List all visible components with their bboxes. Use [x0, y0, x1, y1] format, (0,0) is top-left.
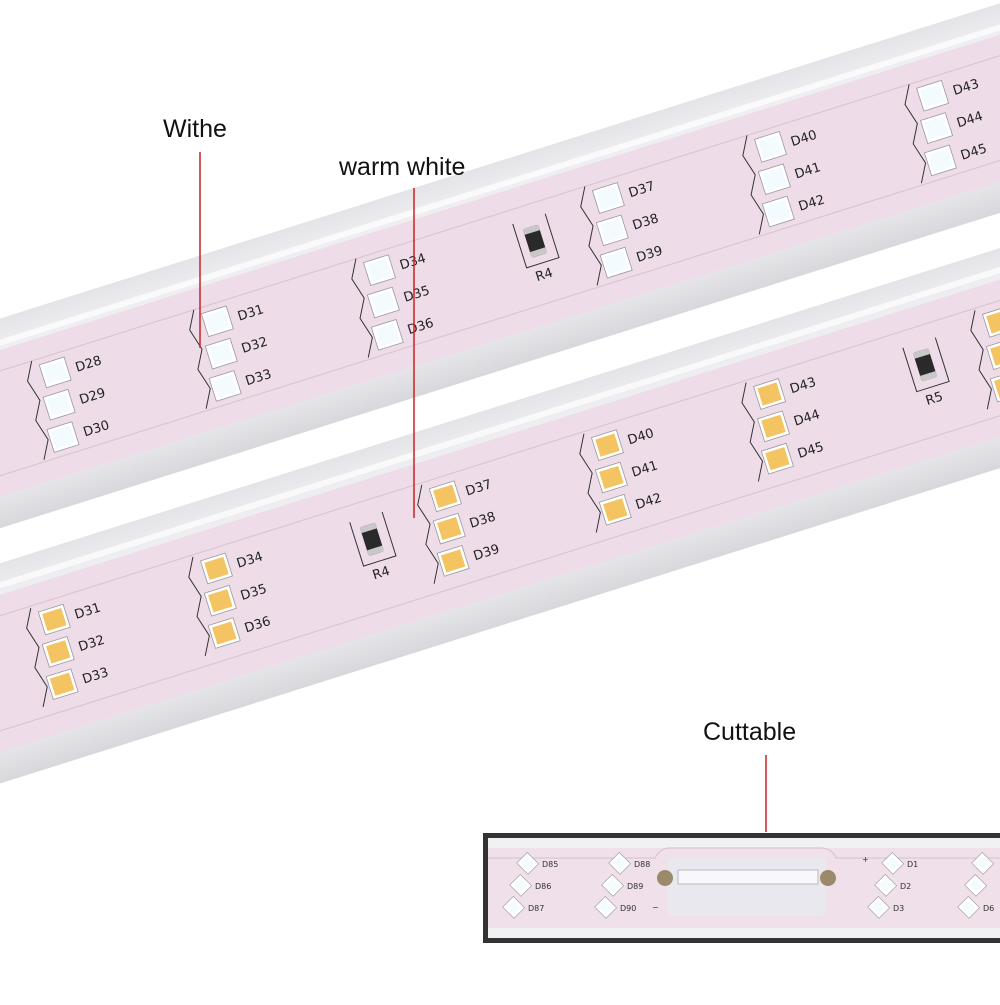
- warm-white-callout-label: warm white: [339, 153, 466, 181]
- cuttable-callout-label: Cuttable: [703, 718, 797, 746]
- inset-led-label: D88: [634, 860, 650, 869]
- resistor-label: R4: [534, 266, 555, 286]
- pcb-board: [0, 202, 1000, 827]
- inset-led-label: D6: [983, 904, 994, 913]
- resistor: R4: [512, 213, 560, 286]
- pcb-board: [0, 0, 1000, 572]
- inset-led-label: D89: [627, 882, 643, 891]
- inset-led-label: D90: [620, 904, 636, 913]
- led-group: D46D47D48: [970, 305, 1000, 410]
- white-led-strip: D28D29D30D31D32D33D34D35D36R4D37D38D39D4…: [0, 0, 1000, 601]
- inset-led-label: D2: [900, 882, 911, 891]
- resistor: R5: [902, 337, 950, 409]
- resistor: R4: [349, 511, 397, 584]
- inset-led-label: D85: [542, 860, 558, 869]
- warm-white-led-strip: D31D32D33D34D35D36R4D37D38D39D40D41D42D4…: [0, 173, 1000, 856]
- resistor-label: R4: [371, 564, 392, 584]
- solder-pad-left: [657, 870, 673, 886]
- inset-led-label: D1: [907, 860, 918, 869]
- inset-led-label: D87: [528, 904, 544, 913]
- minus-marking: −: [652, 903, 659, 912]
- white-callout-label: Withe: [163, 115, 227, 143]
- inset-led-group: D6: [957, 851, 994, 919]
- inset-led-label: D86: [535, 882, 551, 891]
- resistor-label: R5: [924, 389, 945, 409]
- cut-gap: [668, 858, 826, 916]
- plus-marking: +: [862, 855, 869, 864]
- inset-led-label: D3: [893, 904, 904, 913]
- solder-pad-right: [820, 870, 836, 886]
